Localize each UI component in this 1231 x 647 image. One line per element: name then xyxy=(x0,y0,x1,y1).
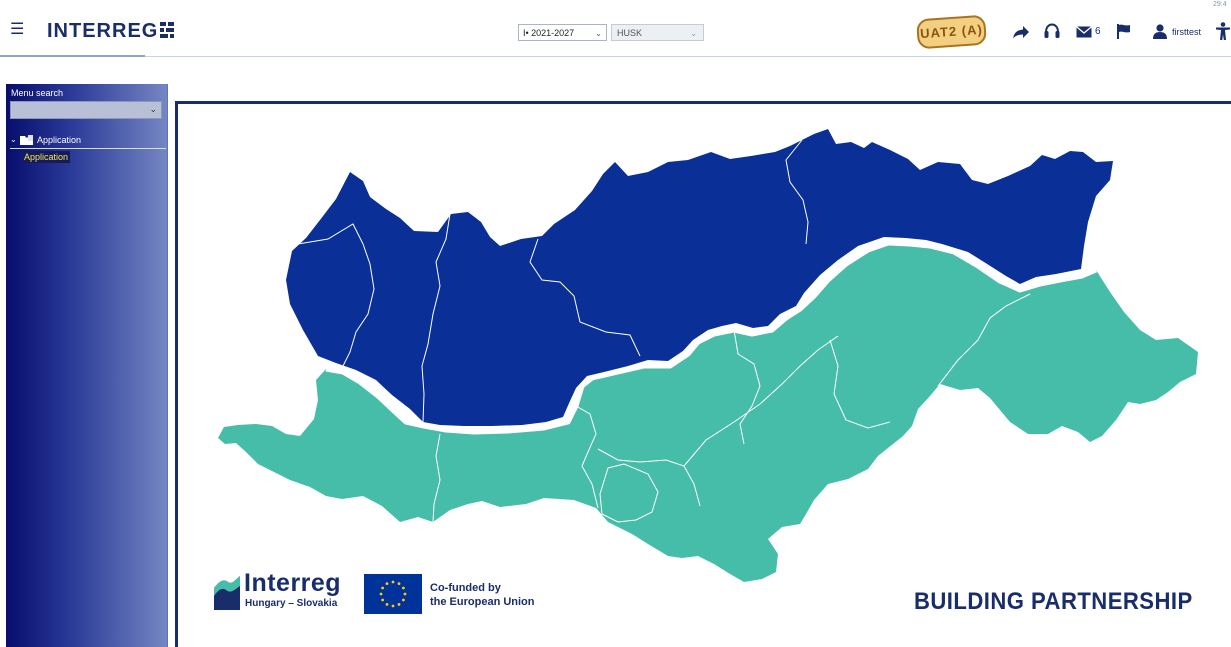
interreg-logo-subtitle: Hungary – Slovakia xyxy=(245,598,338,609)
programme-select[interactable]: HUSK ⌄ xyxy=(611,24,704,41)
folder-icon xyxy=(20,135,33,145)
map-border-line xyxy=(733,329,761,445)
interreg-logo[interactable]: INTERREG xyxy=(47,19,175,43)
expand-toggle-icon[interactable]: ⌄ xyxy=(10,135,17,144)
map-border-line xyxy=(597,448,701,507)
sidebar: Menu search ⌄ ⌄ Application Application xyxy=(6,84,168,647)
map-border-line xyxy=(937,293,1031,387)
top-bar-accent-line xyxy=(0,55,145,57)
session-clock: 29:4 xyxy=(1213,1,1227,8)
map-border-line xyxy=(297,223,375,367)
map-border-line xyxy=(785,139,809,245)
programme-select-value: HUSK xyxy=(617,28,643,38)
map-country-border xyxy=(325,240,1097,435)
flag-icon[interactable] xyxy=(1117,24,1131,39)
eu-flag-icon xyxy=(364,574,422,614)
map-border-line xyxy=(829,339,891,429)
mail-count-badge: 6 xyxy=(1095,26,1101,37)
user-icon[interactable] xyxy=(1153,24,1167,39)
environment-badge: UAT2 (A) xyxy=(916,14,987,50)
tree-item-label: Application xyxy=(37,135,82,145)
menu-search-input[interactable]: ⌄ xyxy=(10,101,162,119)
period-select-value: I• 2021-2027 xyxy=(523,28,575,38)
map-border-line xyxy=(529,238,641,357)
banner-title: BUILDING PARTNERSHIP xyxy=(914,588,1193,615)
accessibility-icon[interactable] xyxy=(1215,22,1231,41)
interreg-mountain-logo-icon xyxy=(214,576,240,610)
mail-icon[interactable] xyxy=(1076,26,1092,38)
logo-mark-icon xyxy=(160,22,175,38)
map-region-slovakia xyxy=(286,129,1113,426)
tree-subitem-application[interactable]: Application xyxy=(22,151,71,163)
chevron-down-icon[interactable]: ⌄ xyxy=(149,104,157,114)
support-headset-icon[interactable] xyxy=(1044,23,1060,40)
logo-text: INTERREG xyxy=(47,20,159,42)
map-region-hungary xyxy=(218,243,1198,582)
share-arrow-icon[interactable] xyxy=(1012,25,1030,39)
building-partnership-banner: Interreg Hungary – Slovakia Co-funded by… xyxy=(175,101,1231,647)
map-border-line xyxy=(575,405,599,509)
eu-cofunded-text: Co-funded by the European Union xyxy=(430,581,535,609)
period-select[interactable]: I• 2021-2027 ⌄ xyxy=(518,24,607,41)
map-border-line xyxy=(421,213,451,423)
username-label[interactable]: firsttest xyxy=(1172,27,1202,37)
tree-divider xyxy=(10,148,166,149)
map-border-line xyxy=(432,433,441,523)
top-bar: ☰ INTERREG I• 2021-2027 ⌄ HUSK ⌄ UAT2 (A… xyxy=(0,0,1231,57)
map-border-line xyxy=(683,335,839,467)
interreg-logo-word: Interreg xyxy=(244,569,342,597)
tree-item-application[interactable]: ⌄ Application xyxy=(10,134,162,146)
map-border-line xyxy=(599,463,659,523)
sidebar-edge xyxy=(167,84,168,647)
hamburger-menu-icon[interactable]: ☰ xyxy=(10,21,25,38)
eu-text-line: the European Union xyxy=(430,596,535,608)
programme-area-map xyxy=(218,129,1198,582)
eu-text-line: Co-funded by xyxy=(430,582,501,594)
menu-search-label: Menu search xyxy=(11,88,64,98)
eu-stars xyxy=(379,580,407,608)
chevron-down-icon: ⌄ xyxy=(690,29,697,38)
chevron-down-icon: ⌄ xyxy=(595,29,602,38)
interreg-hu-sk-logo: Interreg Hungary – Slovakia xyxy=(214,569,352,617)
